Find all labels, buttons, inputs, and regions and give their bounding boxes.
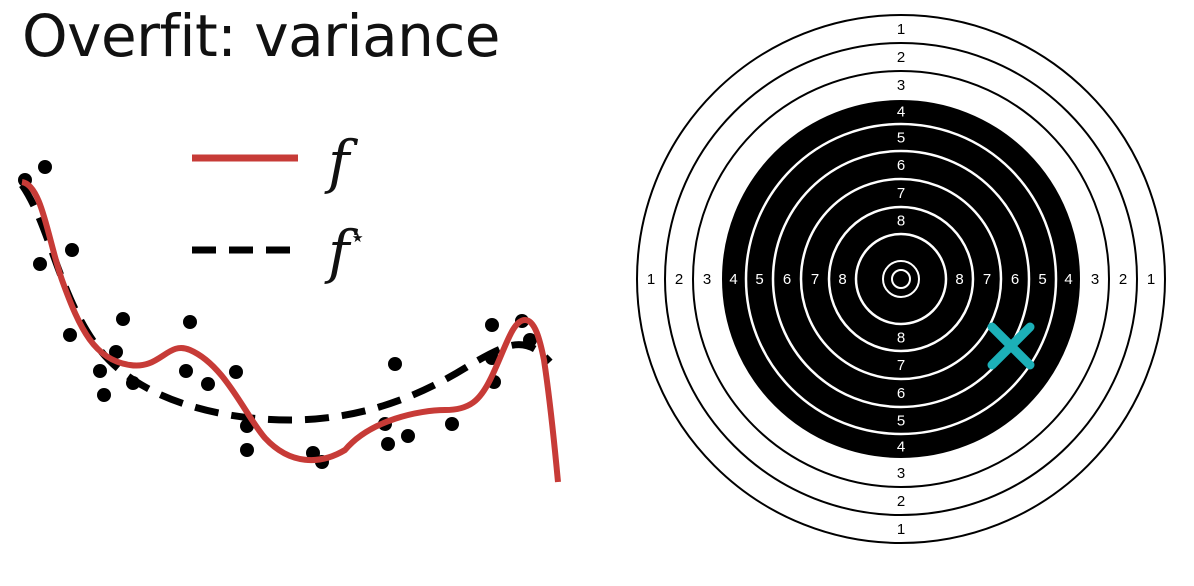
regression-plot bbox=[18, 160, 561, 483]
ring-number-label: 4 bbox=[897, 104, 905, 121]
data-points bbox=[18, 160, 537, 469]
ring-number-label: 7 bbox=[897, 185, 905, 202]
ring-number-label: 2 bbox=[1119, 271, 1127, 288]
data-point bbox=[401, 429, 415, 443]
data-point bbox=[109, 345, 123, 359]
ring-number-label: 2 bbox=[897, 493, 905, 510]
target-ring bbox=[827, 205, 975, 353]
ring-number-label: 2 bbox=[675, 271, 683, 288]
ring-number-label: 4 bbox=[729, 271, 737, 288]
ring-number-label: 1 bbox=[1147, 271, 1155, 288]
ring-number-label: 3 bbox=[1091, 271, 1099, 288]
target-ring bbox=[771, 149, 1031, 409]
data-point bbox=[388, 357, 402, 371]
bullseye-ring bbox=[882, 260, 920, 298]
target-ring bbox=[799, 177, 1003, 381]
ring-number-label: 7 bbox=[811, 271, 819, 288]
ring-number-label: 6 bbox=[897, 385, 905, 402]
legend-label-true-function: f⋆ bbox=[324, 218, 366, 286]
target-ring bbox=[720, 98, 1082, 460]
legend-label-fit: f bbox=[324, 128, 359, 196]
data-point bbox=[33, 257, 47, 271]
bullseye-ring bbox=[891, 269, 911, 289]
data-point bbox=[201, 377, 215, 391]
ring-number-label: 5 bbox=[755, 271, 763, 288]
ring-number-label: 4 bbox=[897, 439, 905, 456]
shooting-target: 1 1 1 1 2 2 2 2 3 3 3 3 4 4 4 4 5 5 5 5 6 6 6 6 7 7 7 7 8 8 8 8 bbox=[636, 14, 1166, 544]
data-point bbox=[445, 417, 459, 431]
ring-number-label: 2 bbox=[897, 49, 905, 66]
data-point bbox=[381, 437, 395, 451]
target-ring bbox=[744, 122, 1058, 436]
data-point bbox=[116, 312, 130, 326]
data-point bbox=[93, 364, 107, 378]
ring-number-label: 1 bbox=[647, 271, 655, 288]
slide-title: Overfit: variance bbox=[22, 2, 500, 70]
legend: f f⋆ bbox=[192, 128, 366, 286]
ring-number-label: 6 bbox=[897, 157, 905, 174]
data-point bbox=[38, 160, 52, 174]
ring-number-label: 8 bbox=[897, 213, 905, 230]
ring-number-label: 5 bbox=[897, 130, 905, 147]
ring-number-label: 4 bbox=[1064, 271, 1072, 288]
ring-number-label: 5 bbox=[1038, 271, 1046, 288]
ring-number-label: 1 bbox=[897, 521, 905, 538]
fitted-model-curve bbox=[20, 179, 561, 483]
ring-number-label: 3 bbox=[897, 77, 905, 94]
ring-number-label: 7 bbox=[897, 357, 905, 374]
true-function-curve bbox=[19, 182, 553, 424]
ring-number-label: 7 bbox=[983, 271, 991, 288]
data-point bbox=[63, 328, 77, 342]
data-point bbox=[306, 446, 320, 460]
data-point bbox=[240, 443, 254, 457]
data-point bbox=[183, 315, 197, 329]
ring-number-label: 6 bbox=[1011, 271, 1019, 288]
target-ring bbox=[854, 232, 948, 326]
cross-marker-icon bbox=[987, 322, 1035, 370]
data-point bbox=[97, 388, 111, 402]
data-point bbox=[179, 364, 193, 378]
ring-number-label: 8 bbox=[897, 330, 905, 347]
data-point bbox=[229, 365, 243, 379]
ring-number-label: 6 bbox=[783, 271, 791, 288]
ring-number-label: 8 bbox=[955, 271, 963, 288]
ring-number-label: 5 bbox=[897, 413, 905, 430]
ring-number-label: 3 bbox=[897, 465, 905, 482]
data-point bbox=[485, 318, 499, 332]
ring-number-label: 1 bbox=[897, 21, 905, 38]
data-point bbox=[65, 243, 79, 257]
ring-number-label: 8 bbox=[838, 271, 846, 288]
ring-number-label: 3 bbox=[703, 271, 711, 288]
